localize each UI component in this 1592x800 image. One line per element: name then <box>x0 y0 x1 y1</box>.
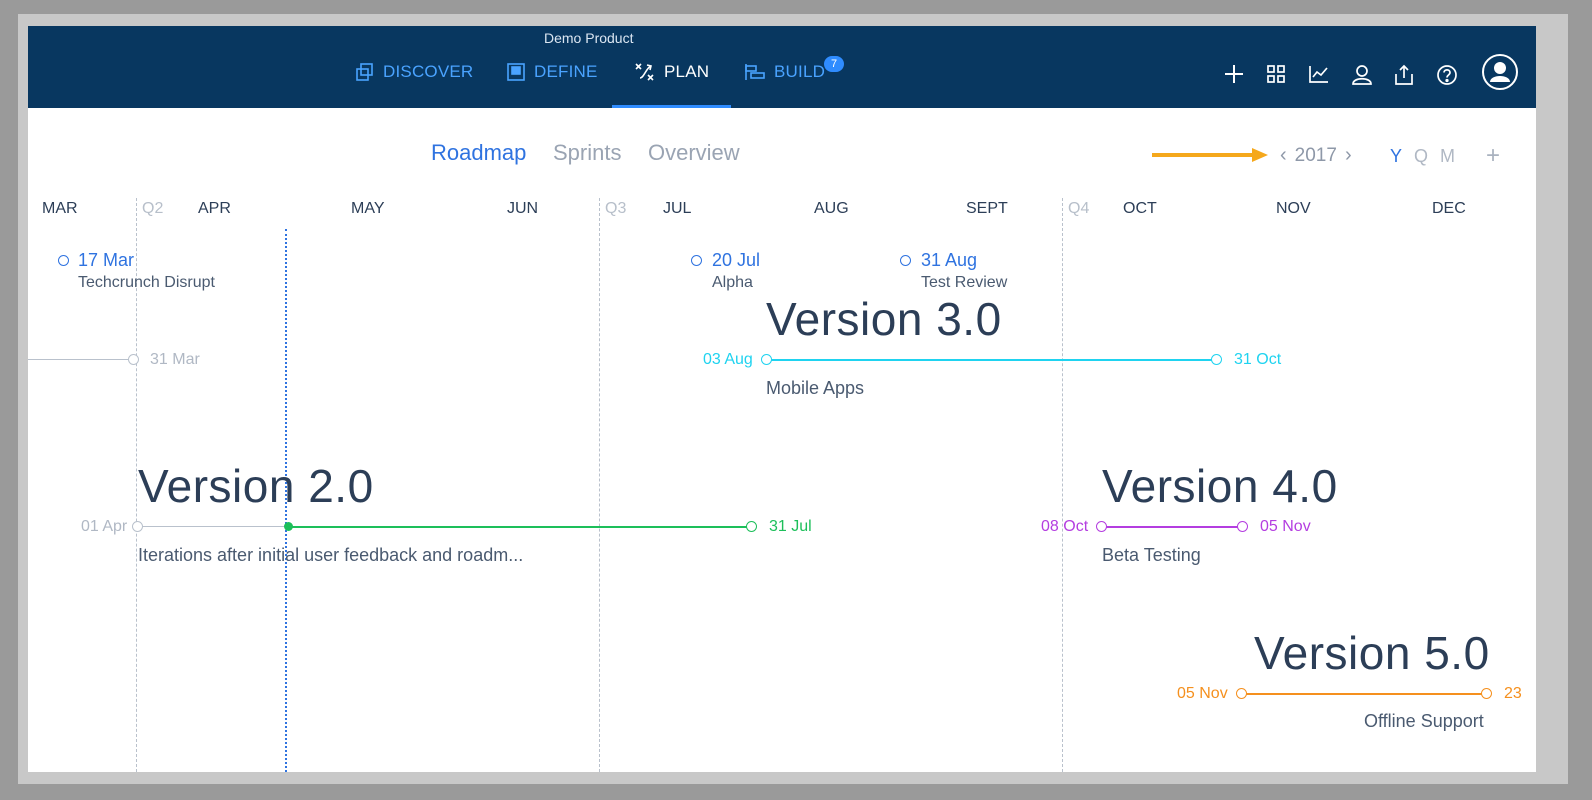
version-end-date: 05 Nov <box>1260 518 1311 535</box>
version-start-marker[interactable] <box>1096 521 1107 532</box>
version-end-date: 31 Jul <box>769 518 812 535</box>
zoom-quarter-button[interactable]: Q <box>1414 146 1429 166</box>
today-marker-line <box>285 229 287 772</box>
month-may: MAY <box>351 200 385 217</box>
tab-roadmap[interactable]: Roadmap <box>431 140 527 165</box>
version-end-marker[interactable] <box>1211 354 1222 365</box>
milestone-date[interactable]: 17 Mar <box>78 250 135 270</box>
year-navigator: ‹ 2017 › <box>1280 144 1352 167</box>
previous-release-end-date: 31 Mar <box>150 351 200 368</box>
tab-build[interactable]: BUILD <box>744 62 825 108</box>
version-description: Iterations after initial user feedback a… <box>138 545 524 565</box>
year-label: 2017 <box>1294 144 1337 166</box>
milestone-marker[interactable] <box>691 255 702 266</box>
milestone-name: Test Review <box>921 274 1008 291</box>
milestone-date[interactable]: 20 Jul <box>712 250 761 270</box>
month-jul: JUL <box>663 200 692 217</box>
tab-plan[interactable]: PLAN <box>611 62 732 108</box>
share-icon[interactable] <box>1394 64 1414 86</box>
tab-define[interactable]: DEFINE <box>506 62 598 108</box>
month-sept: SEPT <box>966 200 1008 217</box>
tab-plan-label: PLAN <box>664 62 710 81</box>
discover-icon <box>356 63 373 81</box>
version-start-date: 08 Oct <box>1041 518 1089 535</box>
quarter-q4: Q4 <box>1068 200 1090 217</box>
month-jun: JUN <box>507 200 539 217</box>
tab-discover[interactable]: DISCOVER <box>355 62 473 108</box>
version-description: Offline Support <box>1364 711 1484 731</box>
plus-icon[interactable] <box>1224 64 1244 84</box>
month-dec: DEC <box>1432 200 1466 217</box>
milestone-name: Techcrunch Disrupt <box>78 274 215 291</box>
user-avatar[interactable] <box>1482 54 1518 90</box>
version-start-marker[interactable] <box>1236 688 1247 699</box>
version-start-marker[interactable] <box>761 354 772 365</box>
previous-release-bar[interactable] <box>28 359 128 360</box>
version-end-marker[interactable] <box>1237 521 1248 532</box>
tab-define-label: DEFINE <box>534 62 598 81</box>
version-title[interactable]: Version 2.0 <box>138 460 374 512</box>
today-progress-marker <box>284 522 293 531</box>
month-nov: NOV <box>1276 200 1311 217</box>
milestone-marker[interactable] <box>58 255 69 266</box>
build-count-badge: 7 <box>824 56 844 72</box>
quarter-q2: Q2 <box>142 200 164 217</box>
tab-overview[interactable]: Overview <box>648 140 740 165</box>
version-bar[interactable] <box>288 526 748 528</box>
version-bar[interactable] <box>1246 693 1482 695</box>
version-description: Mobile Apps <box>766 378 865 398</box>
month-oct: OCT <box>1123 200 1157 217</box>
plan-icon <box>635 63 654 81</box>
product-name[interactable]: Demo Product <box>544 30 634 46</box>
version-start-date: 03 Aug <box>703 351 753 368</box>
version-title[interactable]: Version 4.0 <box>1102 460 1338 512</box>
top-navigation-bar: Demo Product DISCOVER DEFINE PLAN BUILD … <box>28 26 1536 108</box>
version-bar[interactable] <box>1106 526 1240 528</box>
version-title[interactable]: Version 5.0 <box>1254 627 1490 679</box>
version-end-marker[interactable] <box>1481 688 1492 699</box>
annotation-arrow-icon <box>1152 148 1268 162</box>
tab-sprints[interactable]: Sprints <box>553 140 622 165</box>
tab-build-label: BUILD <box>774 62 826 81</box>
version-start-date: 01 Apr <box>81 518 128 535</box>
previous-release-end-marker[interactable] <box>128 354 139 365</box>
help-icon[interactable] <box>1436 64 1458 86</box>
version-description: Beta Testing <box>1102 545 1201 565</box>
app-window: Demo Product DISCOVER DEFINE PLAN BUILD … <box>28 26 1536 772</box>
milestone-name: Alpha <box>712 274 753 291</box>
quarter-q3: Q3 <box>605 200 627 217</box>
zoom-month-button[interactable]: M <box>1440 146 1455 166</box>
zoom-year-button[interactable]: Y <box>1390 146 1403 166</box>
tab-discover-label: DISCOVER <box>383 62 474 81</box>
quarter-divider <box>599 198 600 772</box>
version-end-date: 23 <box>1504 685 1522 702</box>
month-apr: APR <box>198 200 231 217</box>
grid-icon[interactable] <box>1266 64 1286 84</box>
version-bar[interactable] <box>770 359 1214 361</box>
chart-icon[interactable] <box>1308 64 1330 84</box>
team-icon[interactable] <box>1350 64 1374 86</box>
version-elapsed-bar[interactable] <box>142 526 288 527</box>
quarter-divider <box>136 198 137 772</box>
avatar-icon <box>1490 62 1510 82</box>
month-aug: AUG <box>814 200 849 217</box>
define-icon <box>507 63 525 81</box>
chevron-left-icon[interactable]: ‹ <box>1280 144 1287 166</box>
version-end-marker[interactable] <box>746 521 757 532</box>
version-end-date: 31 Oct <box>1234 351 1282 368</box>
quarter-divider <box>1062 198 1063 772</box>
version-start-date: 05 Nov <box>1177 685 1228 702</box>
milestone-marker[interactable] <box>900 255 911 266</box>
build-icon <box>745 64 765 80</box>
version-title[interactable]: Version 3.0 <box>766 293 1002 345</box>
month-mar: MAR <box>42 200 78 217</box>
version-start-marker[interactable] <box>132 521 143 532</box>
add-release-button[interactable]: + <box>1486 142 1501 169</box>
chevron-right-icon[interactable]: › <box>1344 144 1352 166</box>
milestone-date[interactable]: 31 Aug <box>921 250 978 270</box>
